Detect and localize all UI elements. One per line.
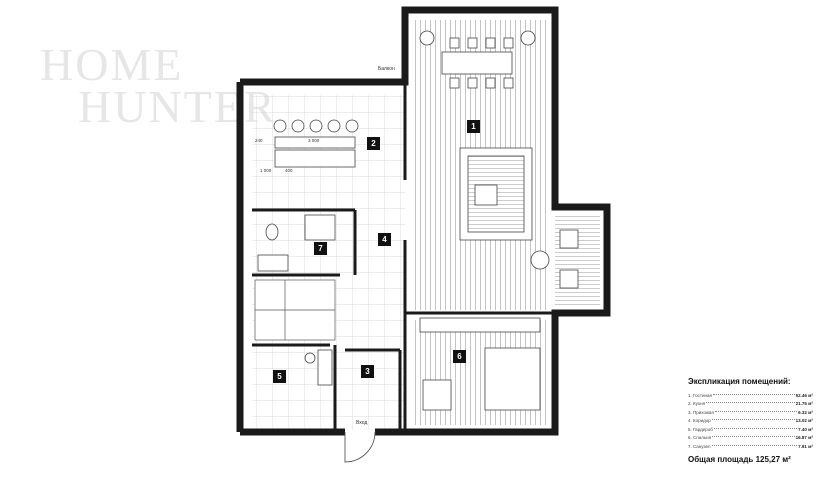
kitchen-furniture [273, 119, 359, 168]
total-area: Общая площадь 125,27 м² [688, 454, 791, 464]
dining-table [419, 30, 536, 89]
dimension-kitchen-width: 3 000 [308, 138, 320, 143]
dimension-kitchen-a: 1 000 [260, 168, 272, 173]
room-number-5: 5 [273, 370, 286, 383]
balcony-floor [555, 215, 600, 307]
interior-walls [252, 82, 555, 432]
room-number-3: 3 [361, 365, 374, 378]
dimension-kitchen-left: 240 [255, 138, 263, 143]
room-number-4: 4 [378, 233, 391, 246]
logo-home: HOME [40, 39, 184, 90]
room-number-2: 2 [367, 137, 380, 150]
entrance-door [344, 431, 376, 463]
balcony-label: Балкон [378, 66, 395, 72]
outer-walls [240, 6, 611, 436]
entrance-label: Вход [356, 420, 368, 426]
room-number-6: 6 [453, 350, 466, 363]
room-number-7: 7 [314, 242, 327, 255]
stairs [254, 279, 336, 341]
bathroom-fixtures [257, 214, 336, 386]
room-number-1: 1 [467, 120, 480, 133]
dimension-kitchen-b: 400 [285, 168, 293, 173]
balcony-furniture [530, 229, 579, 289]
legend-title: Экспликация помещений: [688, 377, 791, 386]
bed [419, 317, 541, 411]
sofa [459, 147, 533, 241]
